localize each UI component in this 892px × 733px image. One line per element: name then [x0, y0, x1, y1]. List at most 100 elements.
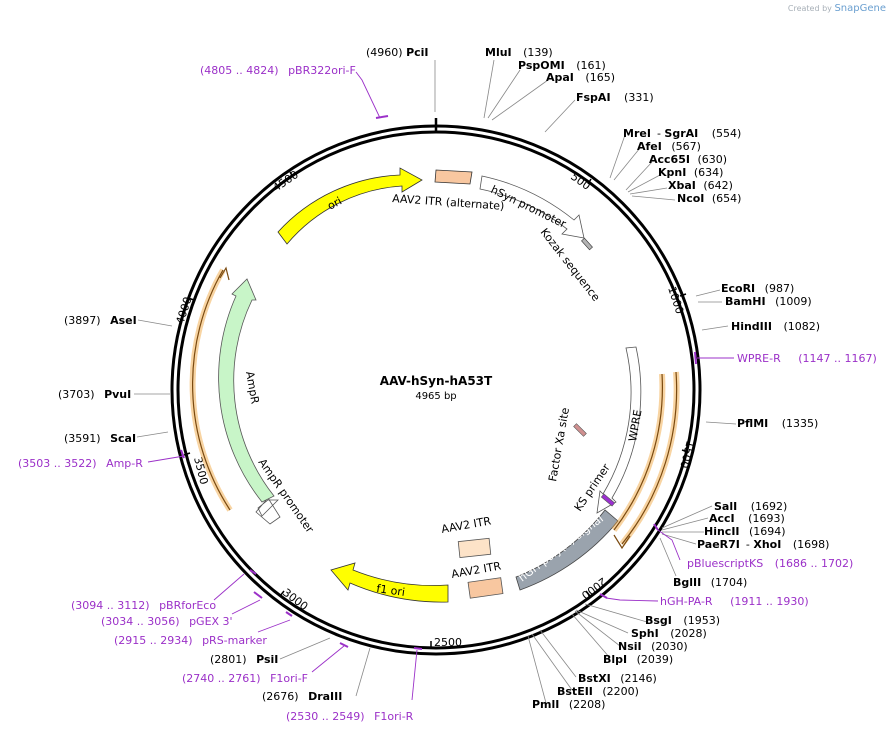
primer-mark — [339, 642, 349, 648]
tick-label: 3000 — [280, 586, 310, 613]
factor-xa-site-box — [573, 423, 587, 437]
primer-mark — [413, 647, 423, 650]
leader-line — [279, 637, 331, 660]
primer-leader — [657, 529, 681, 561]
leader-line — [701, 325, 729, 331]
site-label-ncoi: NcoI (654) — [677, 192, 741, 205]
site-label-pmli: PmlI (2208) — [532, 698, 605, 711]
credit-brand: SnapGene — [834, 3, 886, 14]
primer-leader — [605, 597, 659, 602]
leader-line — [705, 421, 737, 425]
leader-line — [661, 505, 713, 529]
site-label-asei: (3897) AseI — [64, 314, 137, 327]
primer-label-amp-r: (3503 .. 3522) Amp-R — [18, 457, 143, 470]
leader-line — [695, 289, 721, 297]
primer-label-pbrforeco: (3094 .. 3112) pBRforEco — [71, 599, 216, 612]
orange-primer-arrow-right2 — [621, 371, 678, 545]
primer-mark — [253, 591, 263, 599]
tick-mark — [679, 293, 687, 297]
leader-line — [631, 195, 676, 201]
site-label-bamhi: BamHI (1009) — [725, 295, 812, 308]
leader-line — [575, 609, 629, 634]
site-label-blpi: BlpI (2039) — [603, 653, 673, 666]
tick-mark — [587, 178, 592, 185]
site-label-acci: AccI (1693) — [709, 512, 785, 525]
leader-line — [627, 174, 661, 193]
site-label-sali: SalI (1692) — [714, 500, 787, 513]
primer-label-pgex3: (3034 .. 3056) pGEX 3' — [101, 615, 233, 628]
feature-label-f1-ori: f1 ori — [376, 582, 406, 599]
leader-line — [584, 603, 648, 623]
site-labels: (4960) PciI MluI (139) PspOMI (161) ApaI… — [58, 46, 829, 711]
primer-label-wpre-r: WPRE-R (1147 .. 1167) — [737, 352, 877, 365]
kozak-sequence-box — [581, 237, 593, 251]
backbone — [170, 118, 702, 656]
leader-line — [527, 635, 547, 704]
tick-mark — [585, 590, 591, 597]
leader-line — [136, 431, 169, 438]
site-leaders — [134, 59, 737, 704]
site-label-pspomi: PspOMI (161) — [518, 59, 606, 72]
orange-primer-arrowhead-right — [613, 534, 631, 550]
feature-label-wpre: WPRE — [626, 409, 644, 443]
site-label-sphi: SphI (2028) — [631, 627, 707, 640]
leader-line — [571, 613, 611, 659]
leader-line — [487, 69, 521, 119]
primer-label-pbluescriptks: pBluescriptKS (1686 .. 1702) — [687, 557, 853, 570]
feature-label-ori: ori — [325, 194, 344, 212]
aav2-itr-box-upper — [457, 537, 492, 558]
primer-leader — [411, 649, 418, 701]
primer-mark — [285, 611, 293, 617]
leader-line — [613, 147, 641, 181]
primer-leader — [355, 71, 381, 119]
feature-label-aav2-itr-alternate: AAV2 ITR (alternate) — [392, 192, 505, 213]
primer-leaders — [147, 71, 734, 701]
primer-label-prs-marker: (2915 .. 2934) pRS-marker — [114, 634, 267, 647]
tick-mark — [681, 449, 689, 453]
tick-label: 2500 — [434, 636, 462, 649]
feature-label-hgh-polya-signal: hGH poly(A) signal — [516, 512, 606, 584]
ampr-promoter-arrow — [255, 497, 281, 525]
primer-mark — [249, 569, 257, 575]
leader-line — [531, 633, 573, 691]
orange-primer-arrow-right1 — [613, 373, 663, 531]
wpre-arrow — [596, 346, 642, 514]
site-label-srei-sgrai: MreI- SgrAI (554) — [623, 127, 741, 140]
leader-line — [355, 647, 371, 697]
primer-label-hgh-pa-r: hGH-PA-R (1911 .. 1930) — [660, 595, 809, 608]
ampr-arrow — [218, 278, 275, 503]
hsyn-promoter-arrow — [479, 175, 585, 239]
primer-label-pbr322ori-f: (4805 .. 4824) pBR322ori-F — [200, 64, 356, 77]
tick-mark — [279, 590, 285, 597]
site-label-bsgi: BsgI (1953) — [645, 614, 720, 627]
tick-mark — [187, 297, 195, 301]
site-label-mlui: MluI (139) — [485, 46, 553, 59]
feature-label-aav2-itr-1: AAV2 ITR — [440, 514, 492, 536]
leader-line — [539, 629, 577, 678]
tick-label: 1000 — [665, 285, 686, 316]
primer-leader — [257, 619, 291, 633]
leader-line — [137, 319, 173, 327]
orange-primer-arrow-left — [192, 269, 231, 511]
hgh-polya-signal-box — [515, 509, 619, 591]
bp-ticks: 500 1000 1500 2000 2500 3000 3500 4000 4… — [173, 168, 696, 649]
primer-mark — [653, 523, 659, 531]
primer-mark — [375, 115, 389, 119]
primer-mark — [694, 351, 697, 365]
site-label-pflmi: PflMI (1335) — [737, 417, 818, 430]
primer-label-f1ori-f: (2740 .. 2761) F1ori-F — [182, 672, 308, 685]
site-label-xbai: XbaI (642) — [668, 179, 733, 192]
feature-label-kozak-sequence: Kozak sequence — [538, 226, 603, 304]
feature-label-aav2-itr-2: AAV2 ITR — [450, 559, 502, 581]
site-label-fspai: FspAI (331) — [576, 91, 654, 104]
site-label-afei: AfeI (567) — [637, 140, 701, 153]
credit-prefix: Created by — [787, 4, 832, 13]
leader-line — [544, 99, 576, 133]
leader-line — [625, 161, 653, 191]
leader-line — [659, 537, 677, 577]
primer-label-f1ori-r: (2530 .. 2549) F1ori-R — [286, 710, 414, 723]
leader-line — [629, 187, 668, 195]
ks-primer-box — [600, 493, 616, 507]
tick-mark — [183, 452, 191, 456]
